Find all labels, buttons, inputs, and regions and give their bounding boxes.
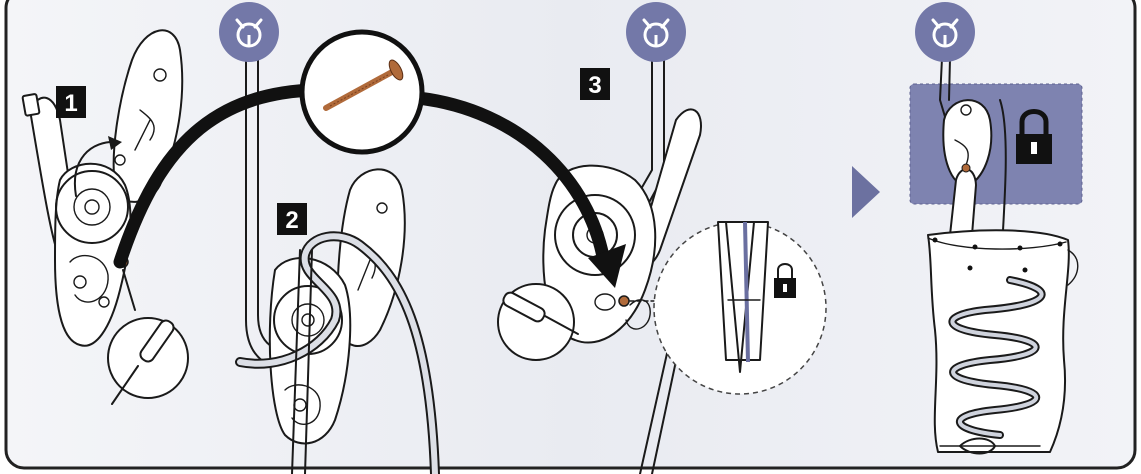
step2-label: 2 [277,203,307,235]
step1-number: 1 [64,90,77,117]
final-stored-device [910,58,1082,454]
anchor-badge-icon-step2 [219,2,279,62]
step2-number: 2 [285,207,298,234]
step1-label: 1 [56,86,86,118]
screw-inset [302,32,422,152]
anchor-badge-icon-step3 [626,2,686,62]
step3-number: 3 [588,72,601,99]
lock-zone [910,84,1082,204]
anchor-badge-icon-final [915,2,975,62]
step3-label: 3 [580,68,610,100]
